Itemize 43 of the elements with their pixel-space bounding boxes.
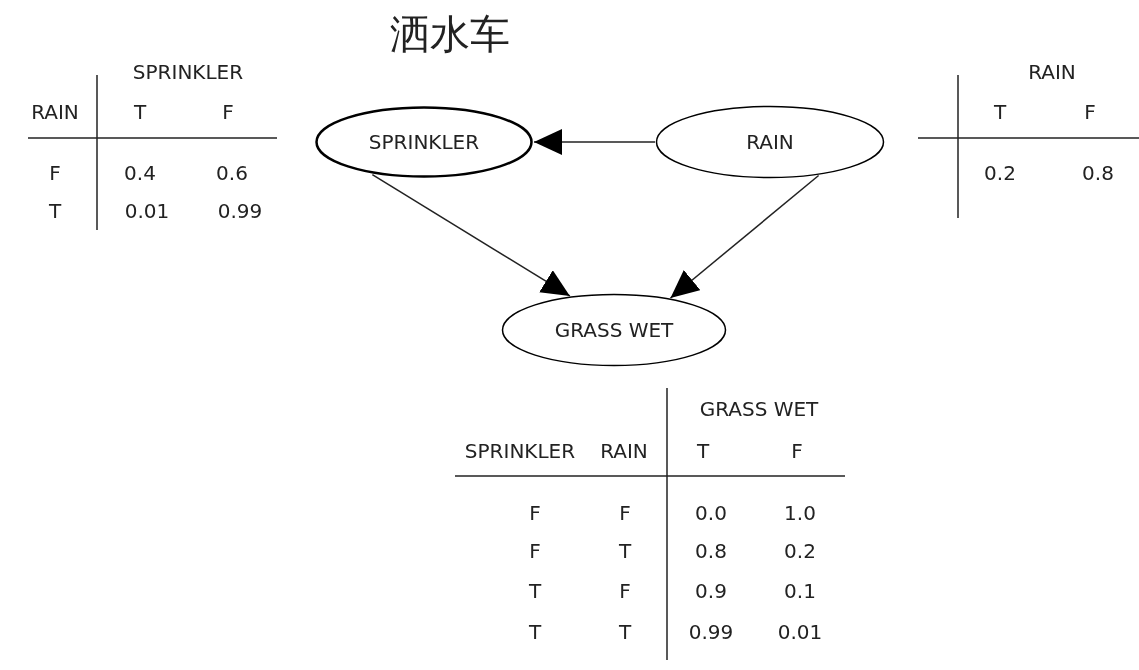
state-label: T bbox=[528, 622, 542, 642]
title: 洒水车 bbox=[390, 9, 510, 59]
probability-value: 0.8 bbox=[695, 541, 727, 561]
table-header: RAIN bbox=[31, 102, 79, 122]
table-header: SPRINKLER bbox=[464, 441, 576, 461]
table-header: RAIN bbox=[600, 441, 648, 461]
state-label: F bbox=[222, 102, 234, 122]
probability-value: 0.01 bbox=[124, 201, 170, 221]
state-label: F bbox=[49, 163, 61, 183]
probability-value: 1.0 bbox=[784, 503, 816, 523]
probability-value: 0.99 bbox=[217, 201, 263, 221]
variable-ellipse: SPRINKLER bbox=[314, 105, 534, 179]
probability-value: 0.8 bbox=[1082, 163, 1114, 183]
state-label: F bbox=[619, 581, 631, 601]
table-header: RAIN bbox=[1028, 62, 1076, 82]
probability-value: 0.1 bbox=[784, 581, 816, 601]
probability-value: 0.2 bbox=[784, 541, 816, 561]
state-label: T bbox=[48, 201, 62, 221]
state-label: F bbox=[529, 503, 541, 523]
variable-ellipse: GRASS WET bbox=[501, 293, 727, 367]
arrow bbox=[371, 173, 571, 297]
state-label: T bbox=[618, 622, 632, 642]
table-header: GRASS WET bbox=[699, 399, 819, 419]
probability-value: 0.01 bbox=[777, 622, 823, 642]
state-label: F bbox=[529, 541, 541, 561]
state-label: F bbox=[1084, 102, 1096, 122]
state-label: T bbox=[993, 102, 1007, 122]
probability-value: 0.0 bbox=[695, 503, 727, 523]
state-label: T bbox=[133, 102, 147, 122]
state-label: T bbox=[618, 541, 632, 561]
table-header: SPRINKLER bbox=[132, 62, 244, 82]
probability-value: 0.99 bbox=[688, 622, 734, 642]
state-label: T bbox=[696, 441, 710, 461]
variable-ellipse: RAIN bbox=[655, 105, 885, 179]
probability-value: 0.4 bbox=[124, 163, 156, 183]
probability-value: 0.6 bbox=[216, 163, 248, 183]
probability-value: 0.9 bbox=[695, 581, 727, 601]
probability-value: 0.2 bbox=[984, 163, 1016, 183]
state-label: F bbox=[791, 441, 803, 461]
arrow bbox=[669, 174, 820, 299]
state-label: T bbox=[528, 581, 542, 601]
arrow bbox=[533, 129, 656, 155]
state-label: F bbox=[619, 503, 631, 523]
